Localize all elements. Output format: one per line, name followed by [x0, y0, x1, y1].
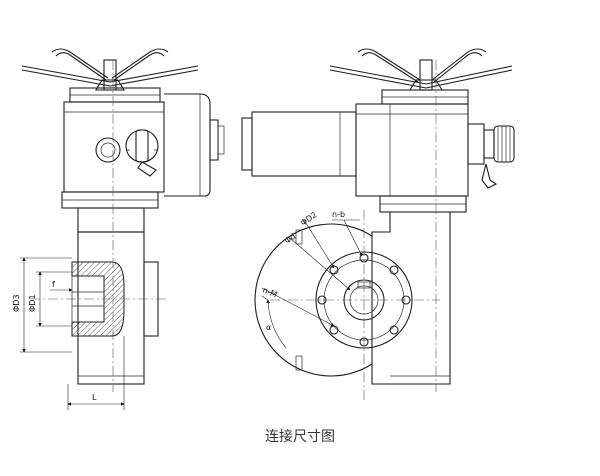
label-alpha: α	[266, 323, 271, 332]
side-motor-housing	[164, 93, 211, 197]
label-d1: ΦD1	[28, 294, 37, 312]
dimensions-right	[261, 219, 363, 349]
label-l: L	[92, 393, 97, 402]
label-f: f	[52, 280, 55, 289]
front-view: ΦD3 ΦD1 f L	[12, 48, 225, 410]
main-housing-right	[355, 103, 469, 197]
connection-dimension-drawing: ΦD3 ΦD1 f L	[12, 48, 515, 410]
coupling-section	[71, 261, 125, 337]
clutch-lever	[481, 163, 498, 189]
indicator-window	[95, 137, 121, 163]
bolt-holes	[317, 253, 411, 347]
clutch-housing	[467, 123, 485, 165]
label-d3: ΦD3	[12, 294, 21, 312]
handwheel-right	[329, 48, 513, 91]
side-view: ΦD2 Φd n-b n-M α	[241, 48, 515, 400]
label-d: Φd	[283, 232, 297, 246]
dimensions-left	[20, 257, 125, 410]
manual-handle	[493, 125, 515, 163]
figure-caption: 连接尺寸图	[265, 429, 335, 445]
label-nb: n-b	[332, 210, 345, 219]
output-flange-arc	[254, 223, 373, 377]
motor-cylinder	[251, 111, 357, 177]
selector-knob	[125, 129, 159, 163]
handwheel-left	[21, 48, 199, 91]
